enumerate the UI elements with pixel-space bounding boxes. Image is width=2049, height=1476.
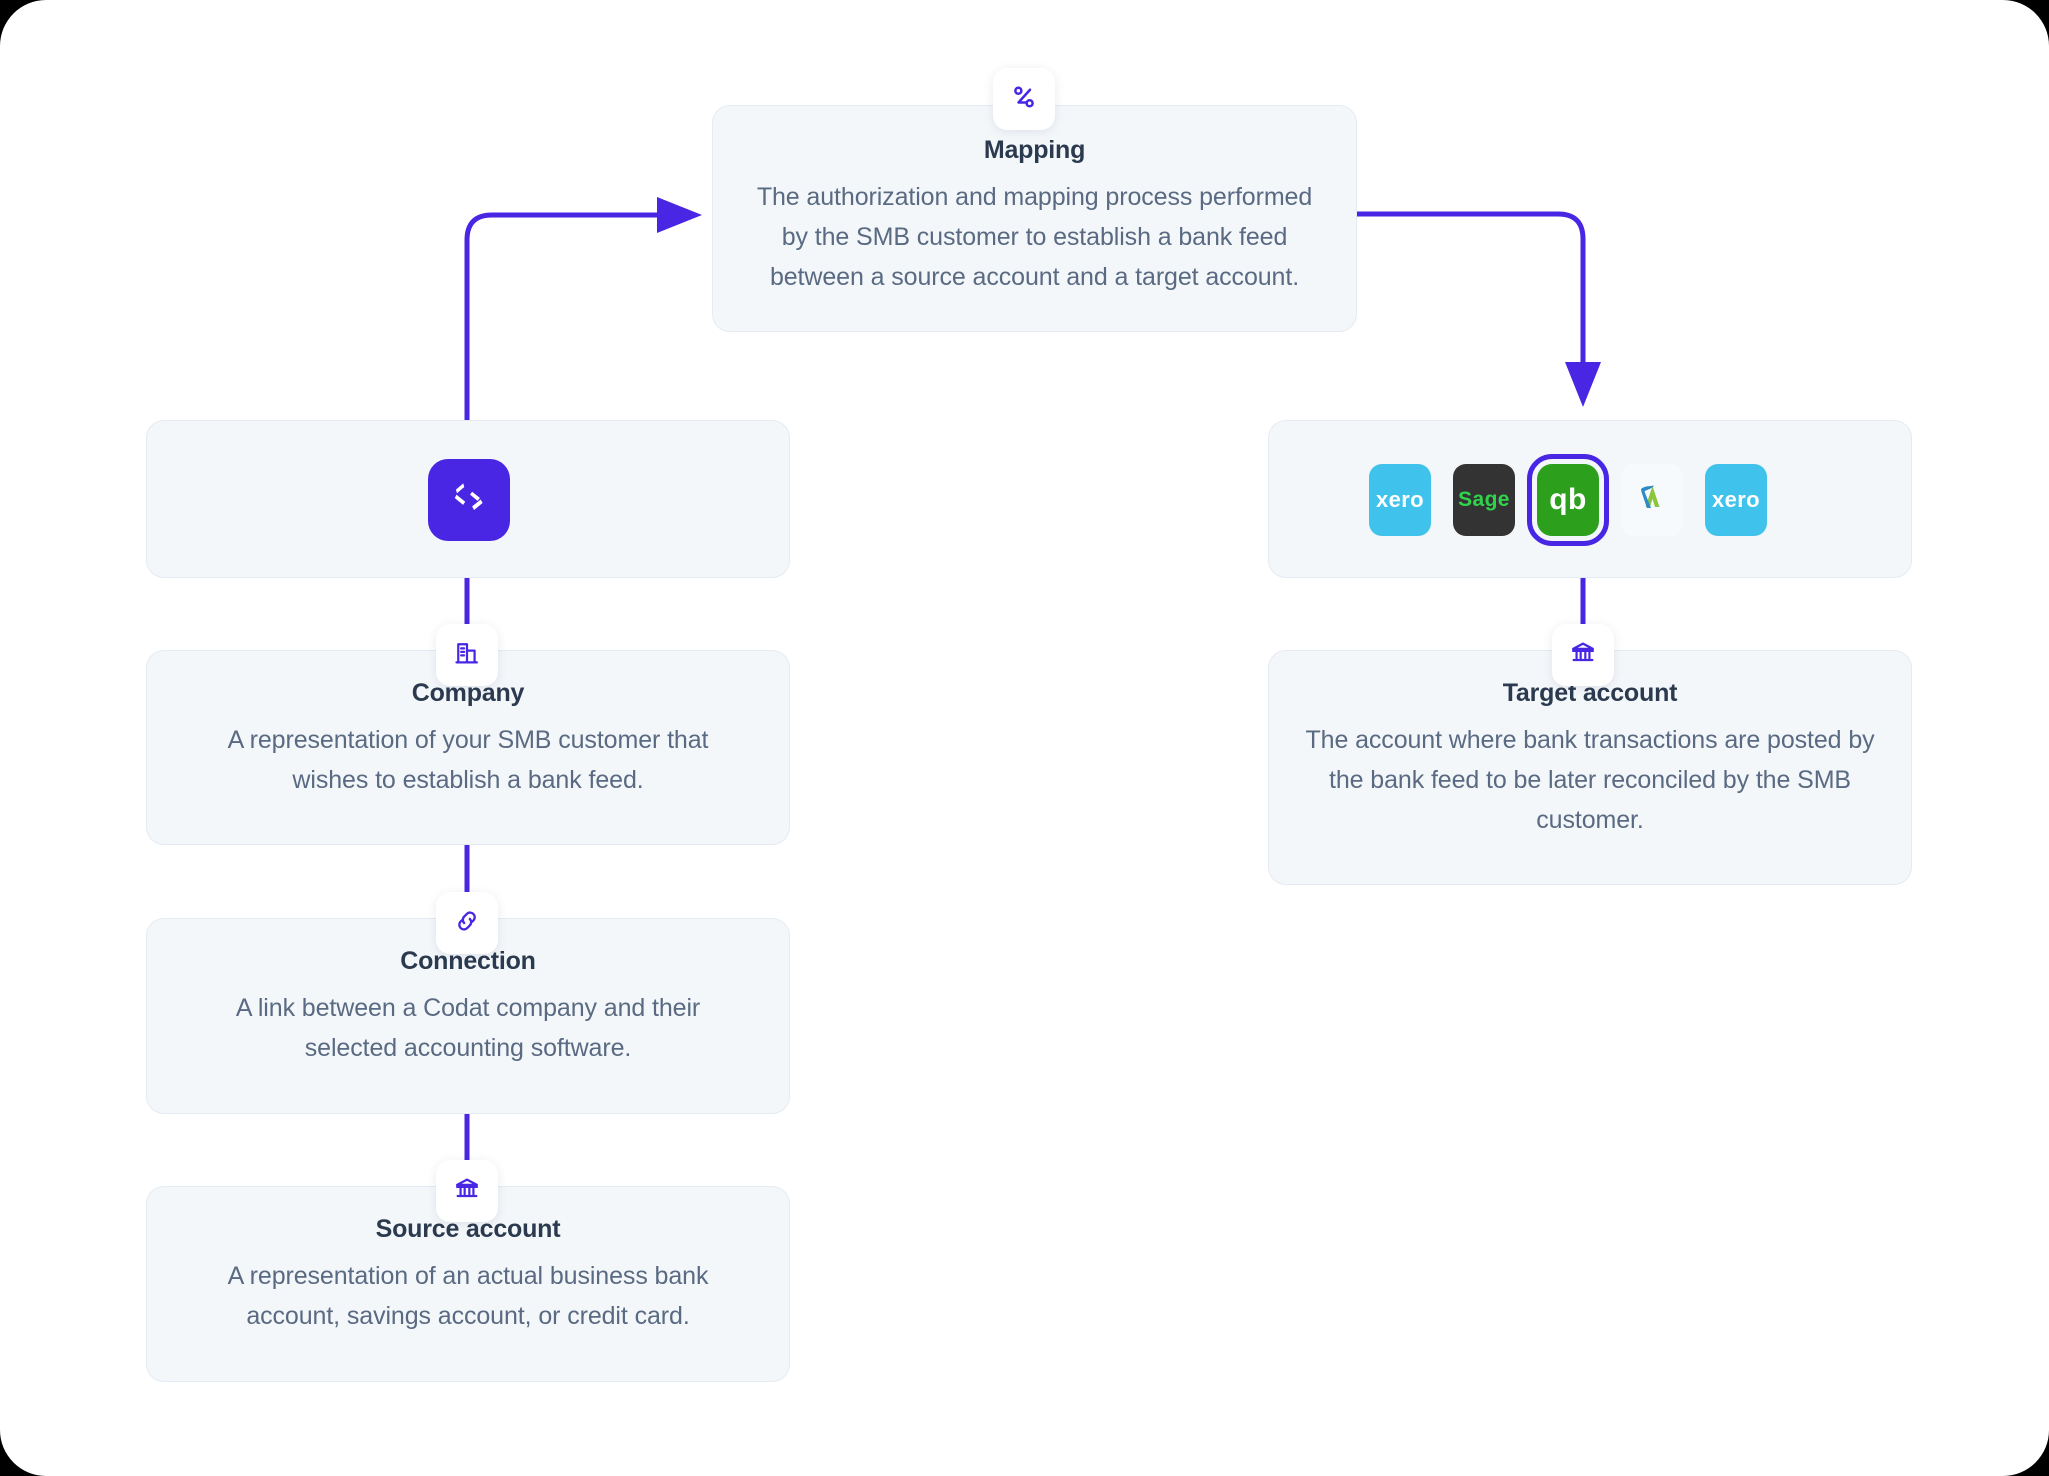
mapping-shuffle-icon <box>1009 82 1039 117</box>
logo-quickbooks-label: qb <box>1549 483 1587 516</box>
freeagent-mark-icon <box>1632 477 1672 523</box>
logo-xero-1[interactable]: xero <box>1369 464 1431 536</box>
mapping-card: Mapping The authorization and mapping pr… <box>712 105 1357 332</box>
wire-mapping-to-software <box>1354 211 1601 408</box>
logo-xero-2-label: xero <box>1711 487 1761 512</box>
logo-sage[interactable]: Sage <box>1453 464 1515 536</box>
target-account-description: The account where bank transactions are … <box>1305 726 1875 834</box>
logo-xero-2[interactable]: xero <box>1705 464 1767 536</box>
company-icon-badge <box>436 624 498 686</box>
source-account-description: A representation of an actual business b… <box>227 1262 709 1330</box>
mapping-icon-badge <box>993 68 1055 130</box>
source-account-icon-badge <box>436 1160 498 1222</box>
connection-icon-badge <box>436 892 498 954</box>
link-chain-icon <box>453 907 481 940</box>
connection-description: A link between a Codat company and their… <box>235 994 701 1062</box>
company-card: Company A representation of your SMB cus… <box>146 650 790 845</box>
accounting-software-card: xero Sage qb xer <box>1268 420 1912 578</box>
mapping-description: The authorization and mapping process pe… <box>756 183 1313 291</box>
logo-sage-label: Sage <box>1458 488 1510 511</box>
platform-card <box>146 420 790 578</box>
bank-building-icon <box>1569 639 1597 672</box>
codat-logo-tile <box>428 459 510 541</box>
logo-xero-1-label: xero <box>1375 487 1425 512</box>
mapping-title: Mapping <box>983 136 1086 164</box>
target-account-card: Target account The account where bank tr… <box>1268 650 1912 885</box>
source-account-card: Source account A representation of an ac… <box>146 1186 790 1382</box>
office-building-icon <box>453 639 481 672</box>
logo-quickbooks-selected[interactable]: qb <box>1527 454 1609 546</box>
company-description: A representation of your SMB customer th… <box>227 726 709 794</box>
bank-building-icon <box>453 1175 481 1208</box>
wire-platform-to-mapping <box>464 197 703 423</box>
accounting-software-logo-row: xero Sage qb xer <box>1369 454 1767 546</box>
logo-freeagent[interactable] <box>1621 464 1683 536</box>
codat-logo-icon <box>446 475 492 526</box>
target-account-icon-badge <box>1552 624 1614 686</box>
